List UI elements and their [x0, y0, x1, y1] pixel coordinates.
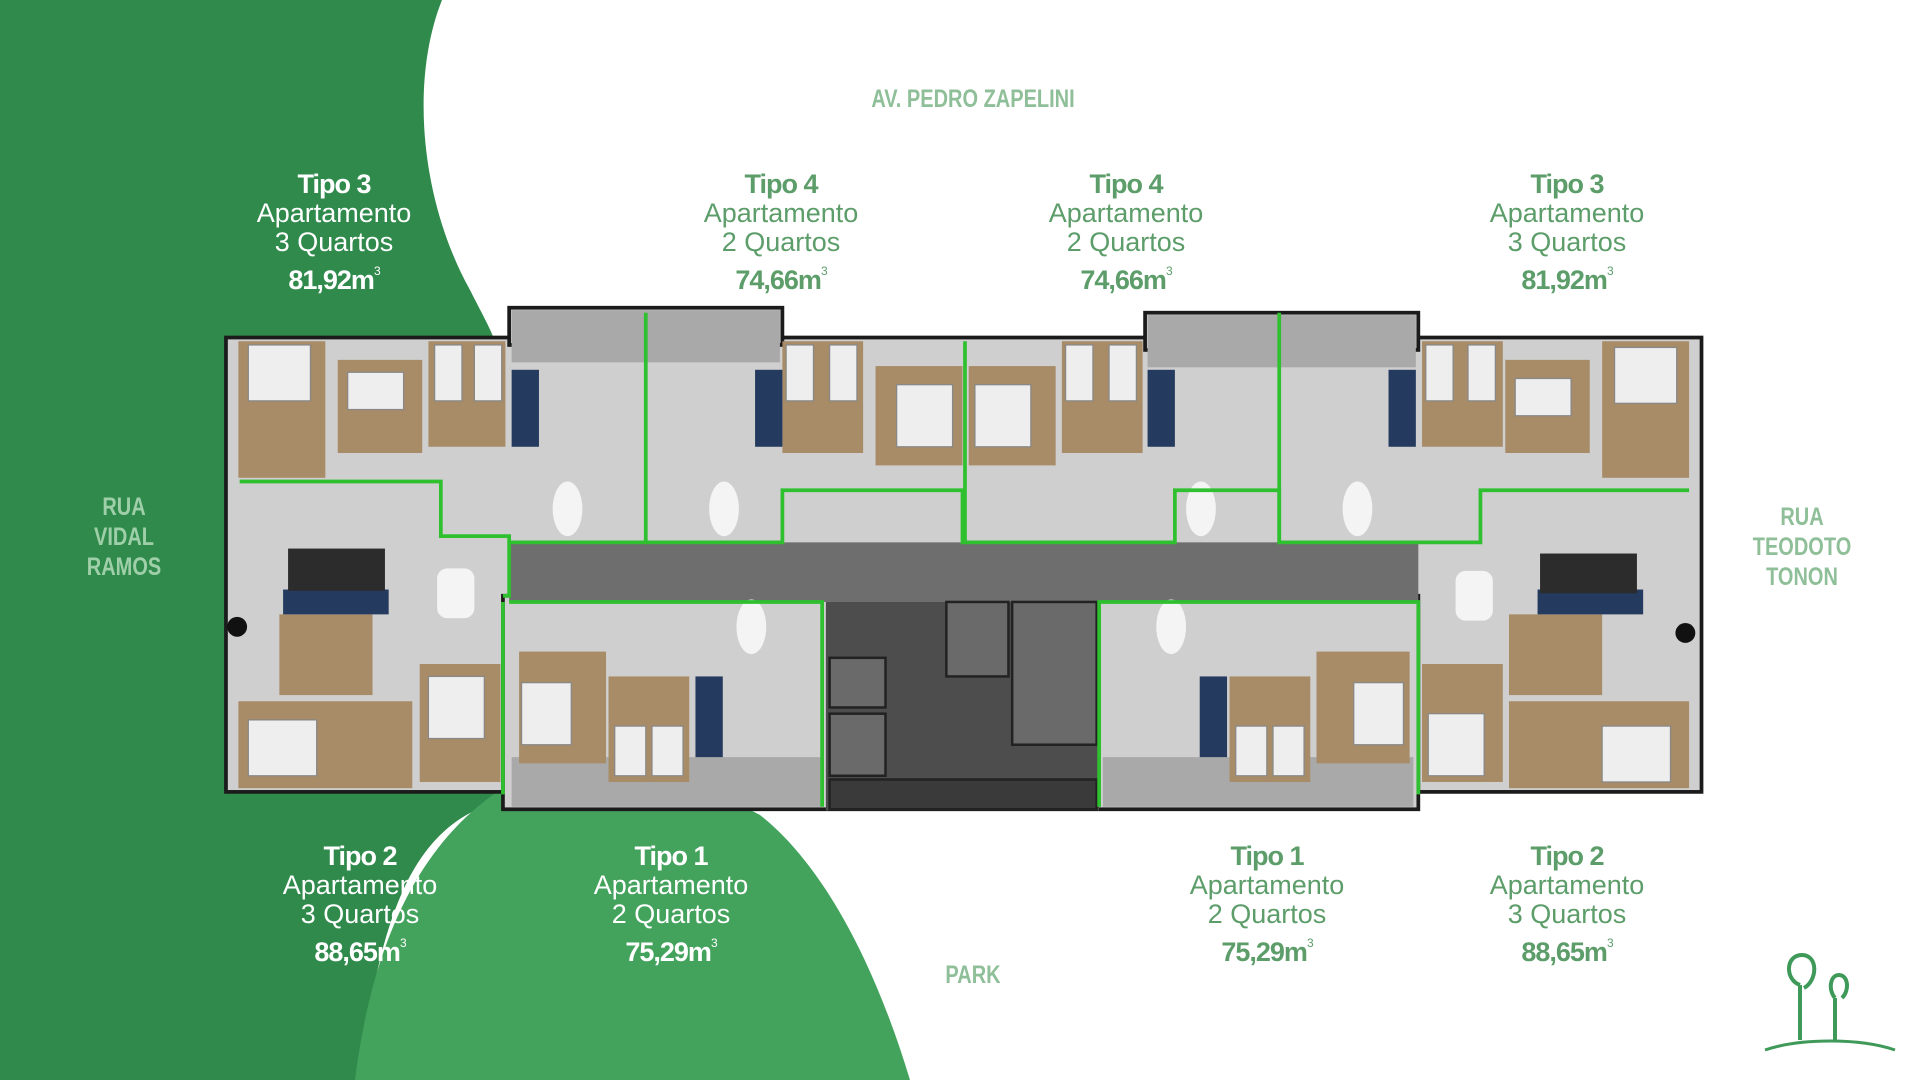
- unit-type: Tipo 4: [1089, 169, 1163, 199]
- unit-type: Tipo 2: [323, 841, 397, 871]
- unit-area: 81,92m3: [1437, 257, 1697, 295]
- tree-logo-icon: [1764, 952, 1896, 1052]
- area-value: 88,65m: [1521, 937, 1608, 967]
- corridor: [509, 542, 1419, 602]
- unit-rooms: 2 Quartos: [1066, 227, 1186, 257]
- area-value: 75,29m: [1221, 937, 1308, 967]
- unit-kind: Apartamento: [1489, 198, 1645, 228]
- dining-tables: [437, 481, 1493, 655]
- area-value: 74,66m: [1080, 265, 1167, 295]
- unit-label-bottom-center-left: Tipo 1 Apartamento 2 Quartos 75,29m3: [541, 842, 801, 967]
- unit-type: Tipo 3: [1530, 169, 1604, 199]
- sofas: [283, 369, 1644, 758]
- area-value: 88,65m: [314, 937, 401, 967]
- unit-area: 75,29m3: [1137, 929, 1397, 967]
- unit-label-top-center-left: Tipo 4 Apartamento 2 Quartos 74,66m3: [651, 170, 911, 295]
- rugs: [288, 548, 1637, 594]
- area-sup: 3: [1606, 936, 1614, 950]
- unit-area: 88,65m3: [230, 929, 490, 967]
- unit-kind: Apartamento: [256, 198, 412, 228]
- unit-label-bottom-right: Tipo 2 Apartamento 3 Quartos 88,65m3: [1437, 842, 1697, 967]
- street-left-line: RAMOS: [86, 553, 162, 581]
- unit-area: 88,65m3: [1437, 929, 1697, 967]
- unit-label-bottom-left: Tipo 2 Apartamento 3 Quartos 88,65m3: [230, 842, 490, 967]
- street-label-left: RUA VIDAL RAMOS: [84, 492, 164, 582]
- area-sup: 3: [1165, 264, 1173, 278]
- unit-rooms: 2 Quartos: [1207, 899, 1327, 929]
- area-value: 74,66m: [735, 265, 822, 295]
- area-sup: 3: [1306, 936, 1314, 950]
- area-sup: 3: [710, 936, 718, 950]
- unit-type: Tipo 2: [1530, 841, 1604, 871]
- unit-area: 75,29m3: [541, 929, 801, 967]
- unit-kind: Apartamento: [703, 198, 859, 228]
- unit-type: Tipo 4: [744, 169, 818, 199]
- area-value: 75,29m: [625, 937, 712, 967]
- unit-type: Tipo 1: [1230, 841, 1304, 871]
- unit-rooms: 3 Quartos: [1507, 227, 1627, 257]
- unit-type: Tipo 3: [297, 169, 371, 199]
- street-right-line: RUA: [1780, 503, 1824, 531]
- unit-rooms: 2 Quartos: [721, 227, 841, 257]
- unit-kind: Apartamento: [593, 870, 749, 900]
- unit-rooms: 3 Quartos: [300, 899, 420, 929]
- area-sup: 3: [1606, 264, 1614, 278]
- unit-outlines: [239, 312, 1690, 807]
- unit-area: 81,92m3: [204, 257, 464, 295]
- area-sup: 3: [399, 936, 407, 950]
- area-value: 81,92m: [288, 265, 375, 295]
- unit-kind: Apartamento: [1189, 870, 1345, 900]
- street-right-line: TONON: [1766, 563, 1838, 591]
- beds: [247, 344, 1678, 783]
- street-left-line: RUA: [102, 493, 146, 521]
- street-label-right: RUA TEODOTO TONON: [1750, 502, 1854, 592]
- unit-rooms: 3 Quartos: [274, 227, 394, 257]
- unit-label-bottom-center-right: Tipo 1 Apartamento 2 Quartos 75,29m3: [1137, 842, 1397, 967]
- unit-kind: Apartamento: [1489, 870, 1645, 900]
- area-sup: 3: [820, 264, 828, 278]
- unit-label-top-left: Tipo 3 Apartamento 3 Quartos 81,92m3: [204, 170, 464, 295]
- unit-type: Tipo 1: [634, 841, 708, 871]
- unit-area: 74,66m3: [996, 257, 1256, 295]
- street-right-line: TEODOTO: [1752, 533, 1852, 561]
- core-rooms: [828, 600, 1098, 811]
- floor-plan: [224, 305, 1704, 812]
- area-value: 81,92m: [1521, 265, 1608, 295]
- street-label-top: AV. PEDRO ZAPELINI: [871, 85, 1075, 113]
- unit-kind: Apartamento: [1048, 198, 1204, 228]
- unit-rooms: 2 Quartos: [611, 899, 731, 929]
- area-sup: 3: [373, 264, 381, 278]
- unit-kind: Apartamento: [282, 870, 438, 900]
- unit-label-top-right: Tipo 3 Apartamento 3 Quartos 81,92m3: [1437, 170, 1697, 295]
- unit-area: 74,66m3: [651, 257, 911, 295]
- street-left-line: VIDAL: [94, 523, 154, 551]
- pillars: [227, 616, 1696, 643]
- unit-rooms: 3 Quartos: [1507, 899, 1627, 929]
- street-label-bottom: PARK: [945, 961, 1001, 989]
- light-green-shape: [355, 790, 910, 1080]
- unit-label-top-center-right: Tipo 4 Apartamento 2 Quartos 74,66m3: [996, 170, 1256, 295]
